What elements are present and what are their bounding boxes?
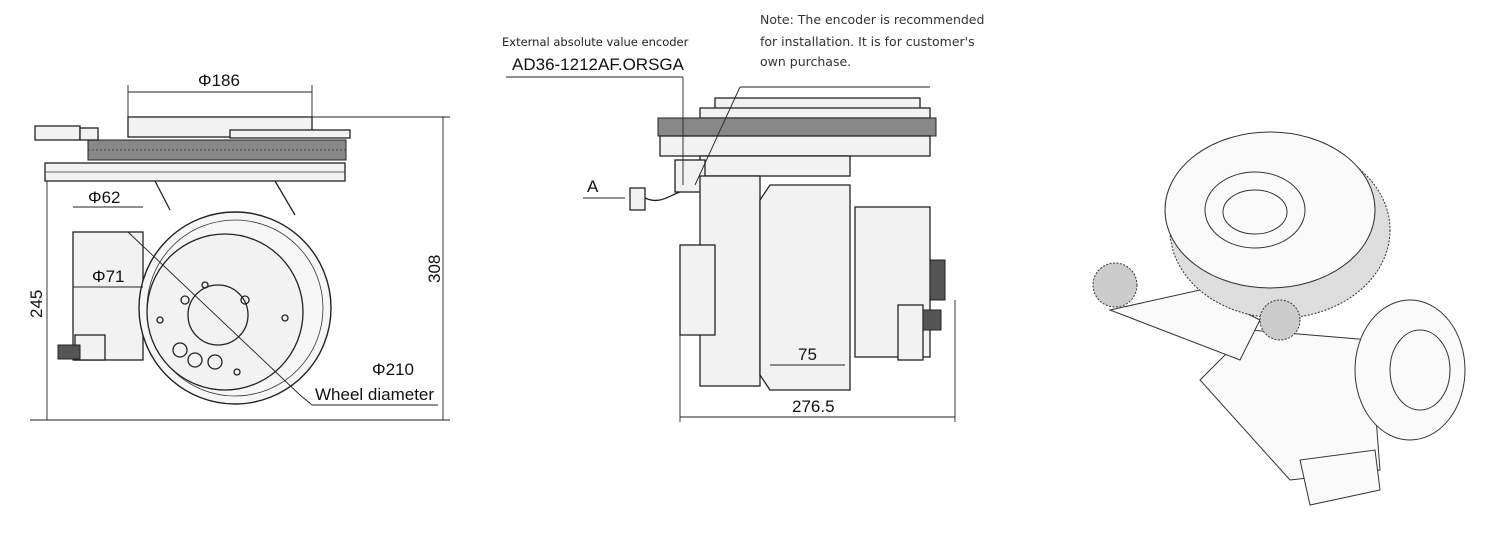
isometric-render [1092,131,1466,506]
slewing-gear-side [657,117,937,137]
dim-wheel-width: 75 [798,345,817,364]
dim-wheel: Φ210 [372,360,414,379]
dim-top-flange: Φ186 [198,71,240,90]
note-line-3: own purchase. [760,54,851,69]
dim-motor-62: Φ62 [88,188,120,207]
note-line-2: for installation. It is for customer's [760,34,975,49]
hub-plate [146,233,304,391]
front-view: Φ186 Φ62 Φ71 Φ210 Wheel diameter 308 245 [27,71,450,421]
dim-height-total: 308 [425,255,444,283]
motor-end [679,244,716,336]
encoder-bracket [34,125,81,141]
dim-total-width: 276.5 [792,397,835,416]
encoder-model: AD36-1212AF.ORSGA [512,55,685,74]
encoder-label: External absolute value encoder [502,35,689,49]
flange-lip [229,129,351,139]
dim-height-base: 245 [27,290,46,318]
note-line-1: Note: The encoder is recommended [760,12,984,27]
wheel-diameter-label: Wheel diameter [315,385,434,404]
base-plate-side [659,135,931,157]
dim-motor-71: Φ71 [92,267,124,286]
side-view: A External absolute value encoder AD36-1… [502,12,984,422]
wheel-side [759,184,851,391]
hub-bore [187,284,249,346]
view-marker-a: A [587,177,599,196]
